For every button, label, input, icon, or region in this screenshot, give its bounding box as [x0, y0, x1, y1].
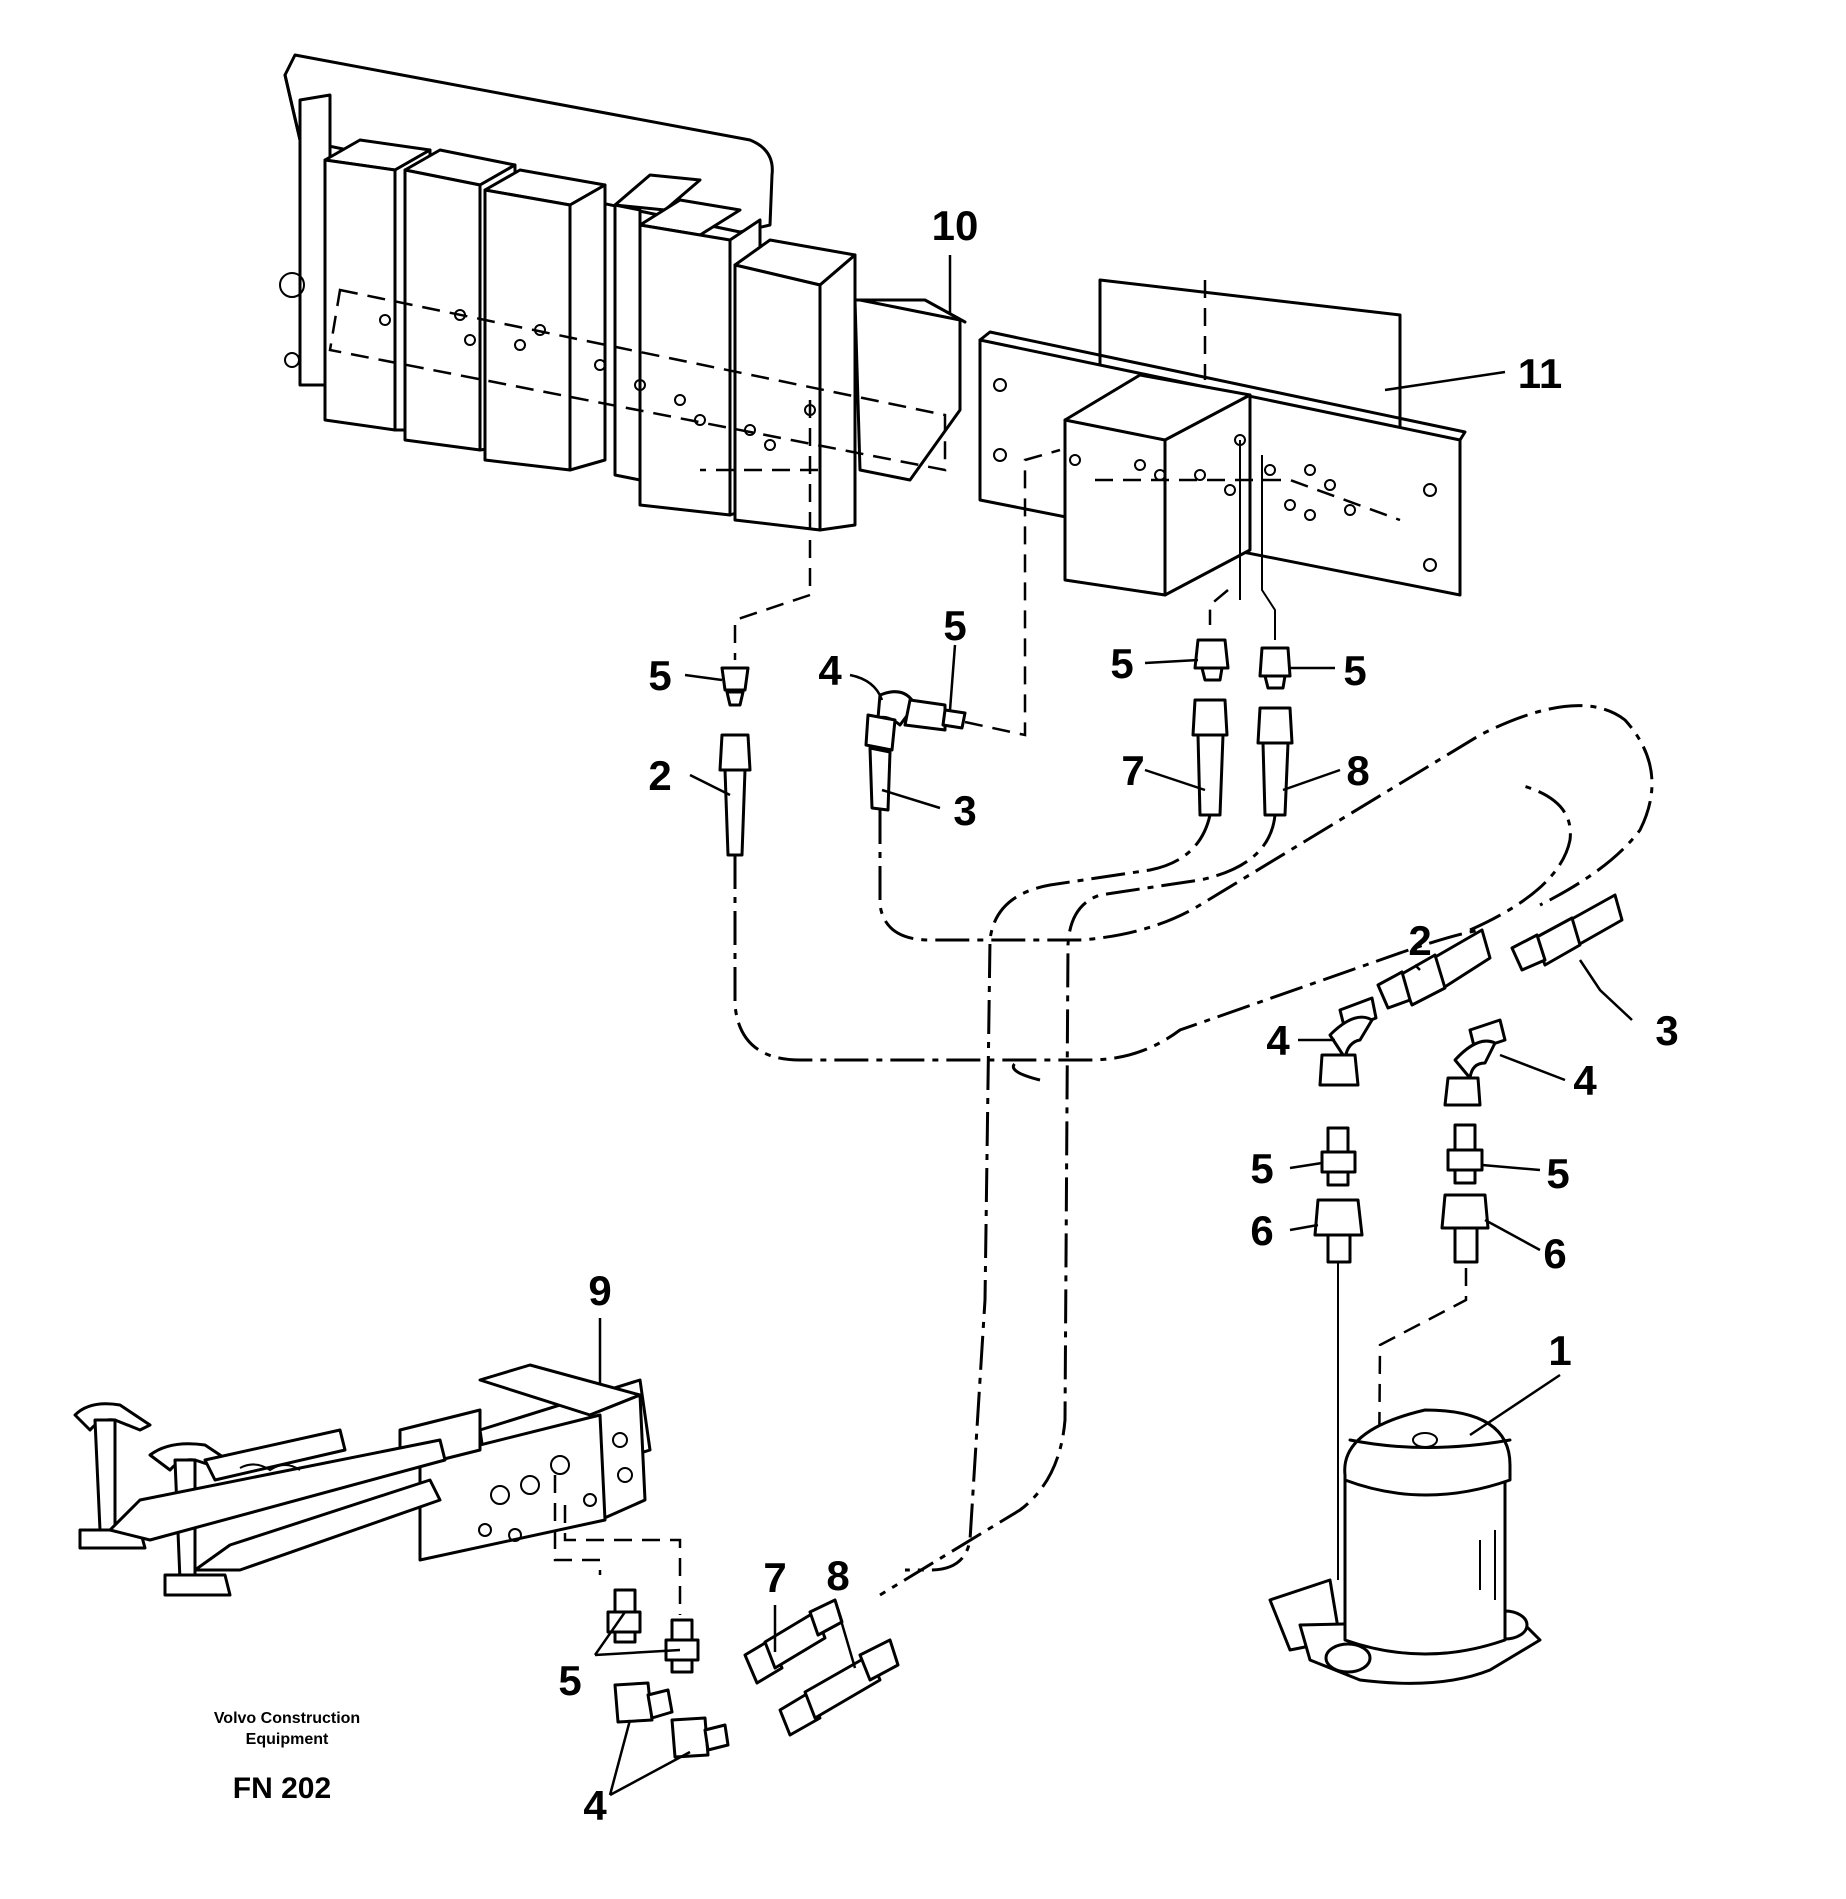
- callout-6-a: 6: [1250, 1207, 1273, 1254]
- callout-11: 11: [1518, 350, 1562, 397]
- callout-7-b: 7: [763, 1554, 786, 1601]
- company-name-line1: Volvo Construction: [214, 1710, 360, 1727]
- leader-lines: [593, 255, 1633, 1797]
- distribution-block: [978, 278, 1467, 597]
- callout-8-a: 8: [1346, 747, 1369, 794]
- control-valve-assembly: [279, 53, 967, 595]
- callout-6-b: 6: [1543, 1230, 1566, 1277]
- callout-5-f: 5: [1546, 1150, 1569, 1197]
- company-name-line2: Equipment: [246, 1731, 329, 1748]
- callout-1: 1: [1548, 1327, 1571, 1374]
- callout-4-d: 4: [583, 1782, 607, 1829]
- callout-5-b: 5: [943, 602, 966, 649]
- callout-5-c: 5: [1110, 640, 1133, 687]
- callout-3-a: 3: [953, 787, 976, 834]
- upper-fittings: [718, 440, 1294, 857]
- callout-5-g: 5: [558, 1657, 581, 1704]
- hose-routes: [733, 704, 1654, 1597]
- callout-5-a: 5: [648, 652, 671, 699]
- callout-5-e: 5: [1250, 1145, 1273, 1192]
- right-fittings: [1313, 893, 1624, 1611]
- figure-number: FN 202: [233, 1772, 331, 1805]
- callout-2-a: 2: [648, 752, 671, 799]
- callout-5-d: 5: [1343, 647, 1366, 694]
- callout-2-b: 2: [1408, 917, 1431, 964]
- callout-7-a: 7: [1121, 747, 1144, 794]
- callout-4-b: 4: [1266, 1017, 1290, 1064]
- callout-9: 9: [588, 1267, 611, 1314]
- callout-8-b: 8: [826, 1552, 849, 1599]
- pedal-valve-assembly: [73, 1363, 652, 1597]
- callout-10: 10: [932, 202, 979, 249]
- callout-3-b: 3: [1655, 1007, 1678, 1054]
- callout-labels: 10 11 5 4 5 5 5 2 3 7 8 2 3 4 4 5 5 6 6 …: [558, 202, 1678, 1829]
- callout-4-a: 4: [818, 647, 842, 694]
- lower-fittings: [553, 1475, 900, 1759]
- callout-4-c: 4: [1573, 1057, 1597, 1104]
- motor-assembly: [1268, 1408, 1542, 1685]
